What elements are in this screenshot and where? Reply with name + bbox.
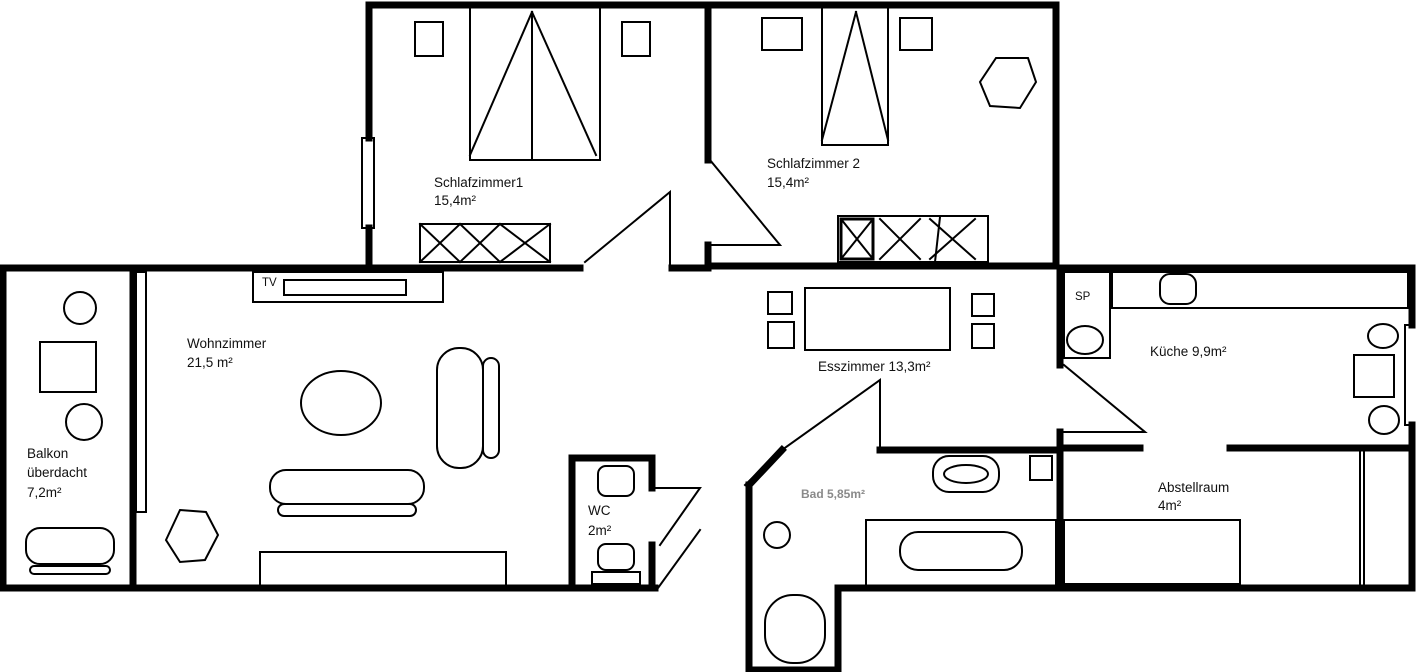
- wc-name: WC: [588, 503, 611, 518]
- abstellraum-area: 4m²: [1158, 498, 1182, 513]
- coffee-table: [300, 370, 382, 436]
- sp-label: SP: [1075, 291, 1091, 303]
- nightstand-left: [414, 21, 444, 57]
- wardrobe: [837, 215, 989, 263]
- nightstand-right: [899, 17, 933, 51]
- abstellraum-name: Abstellraum: [1158, 480, 1229, 495]
- plant-table: [164, 508, 220, 564]
- windows: [135, 137, 1413, 587]
- nightstand-left: [761, 17, 803, 51]
- abstellraum-fixtures: [1063, 519, 1241, 585]
- tv-label: TV: [262, 277, 277, 289]
- balkon-name-line2: überdacht: [27, 465, 87, 480]
- sofa-right: [436, 347, 484, 469]
- wohnzimmer-name: Wohnzimmer: [187, 336, 267, 351]
- wohnzimmer-furniture: [164, 271, 507, 587]
- sp-cabinet: [1063, 271, 1111, 359]
- sideboard: [259, 551, 507, 587]
- schlafzimmer1-furniture: [414, 4, 651, 264]
- esszimmer-furniture: [767, 287, 995, 351]
- sofa-bottom-back: [277, 503, 417, 517]
- kueche-furniture: [1063, 271, 1409, 435]
- wc-area: 2m²: [588, 523, 612, 538]
- balkon-furniture: [25, 291, 115, 575]
- bathtub: [865, 519, 1057, 587]
- balkon-area: 7,2m²: [27, 485, 62, 500]
- wohnzimmer-area: 21,5 m²: [187, 355, 233, 370]
- doors: [583, 158, 1148, 590]
- sofa-right-back: [482, 357, 500, 459]
- counter: [1111, 271, 1409, 309]
- balkon-name-line1: Balkon: [27, 446, 68, 461]
- kueche-label: Küche 9,9m²: [1150, 344, 1227, 359]
- wc-fixtures: [591, 465, 641, 585]
- schlafzimmer1-name: Schlafzimmer1: [434, 175, 523, 190]
- dining-table: [804, 287, 951, 351]
- esszimmer-label: Esszimmer 13,3m²: [818, 359, 931, 374]
- tv-screen: [283, 279, 407, 296]
- wardrobe: [419, 223, 551, 263]
- schlafzimmer1-area: 15,4m²: [434, 193, 477, 208]
- nightstand-right: [621, 21, 651, 57]
- side-table: [978, 57, 1038, 110]
- sofa-bottom: [269, 469, 425, 505]
- schlafzimmer2-furniture: [761, 4, 1038, 264]
- schlafzimmer2-area: 15,4m²: [767, 175, 810, 190]
- bad-fixtures: [763, 455, 1057, 664]
- bad-label: Bad 5,85m²: [801, 487, 865, 501]
- schlafzimmer2-name: Schlafzimmer 2: [767, 156, 860, 171]
- tv-board: [252, 271, 444, 303]
- bed-double: [469, 4, 601, 161]
- bed-single: [821, 4, 889, 146]
